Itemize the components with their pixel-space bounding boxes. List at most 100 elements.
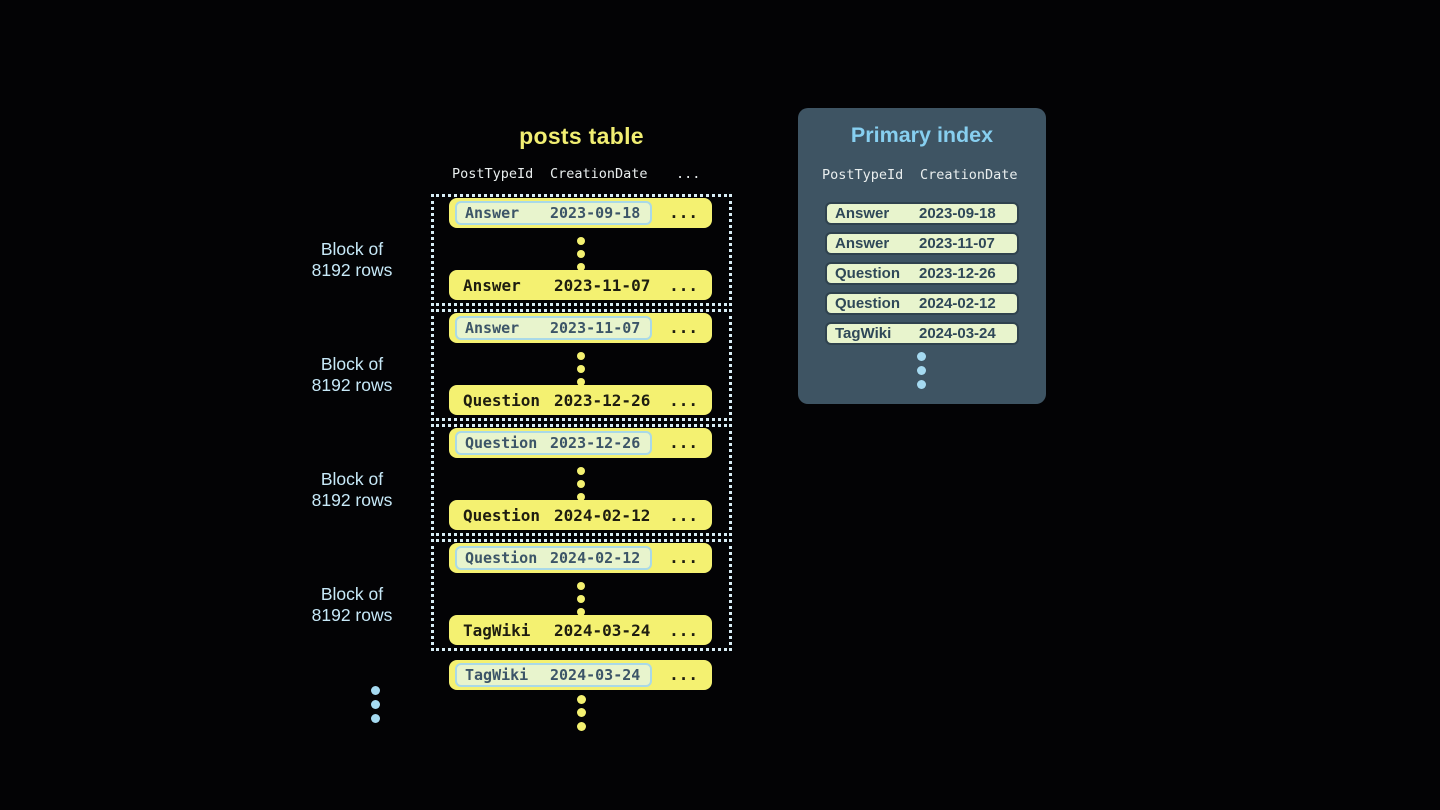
cell-posttypeid: Question xyxy=(835,265,901,282)
cell-creationdate: 2024-02-12 xyxy=(554,505,651,525)
block-label-line1: Block of xyxy=(320,354,384,374)
block-label-line2: 8192 rows xyxy=(311,490,393,510)
ellipsis-dot xyxy=(577,250,585,258)
cell-posttypeid: Question xyxy=(835,295,901,312)
cell-creationdate: 2023-12-26 xyxy=(919,265,996,282)
row-ellipsis: ... xyxy=(669,318,698,337)
table-row: TagWiki 2024-03-24 ... xyxy=(449,615,712,645)
index-row: Question 2024-02-12 xyxy=(825,292,1019,315)
cell-posttypeid: Answer xyxy=(835,235,890,252)
block-label-1: Block of 8192 rows xyxy=(282,239,422,281)
ellipsis-dot xyxy=(577,352,585,360)
cell-posttypeid: TagWiki xyxy=(465,666,529,684)
cell-posttypeid: TagWiki xyxy=(835,325,892,342)
ellipsis-dot xyxy=(917,352,926,361)
row-highlight-chip: Question 2023-12-26 xyxy=(455,431,652,455)
primary-index-title: Primary index xyxy=(850,123,994,147)
index-row: Answer 2023-09-18 xyxy=(825,202,1019,225)
table-row: Answer 2023-11-07 ... xyxy=(449,270,712,300)
ellipsis-dot xyxy=(577,365,585,373)
block-label-2: Block of 8192 rows xyxy=(282,354,422,396)
ellipsis-dot xyxy=(917,380,926,389)
cell-creationdate: 2023-11-07 xyxy=(550,319,641,337)
ellipsis-dot xyxy=(577,708,586,717)
cell-creationdate: 2023-09-18 xyxy=(550,204,641,222)
ellipsis-dot xyxy=(577,608,585,616)
ellipsis-dot xyxy=(577,378,585,386)
cell-creationdate: 2023-12-26 xyxy=(554,390,651,410)
cell-creationdate: 2024-02-12 xyxy=(919,295,996,312)
posts-block-3: Question 2023-12-26 ... Question 2024-02… xyxy=(431,424,732,536)
ellipsis-dot xyxy=(371,686,380,695)
posts-col-creationdate: CreationDate xyxy=(550,166,648,182)
index-row: Answer 2023-11-07 xyxy=(825,232,1019,255)
table-row: Answer 2023-11-07 ... xyxy=(449,313,712,343)
block-label-line2: 8192 rows xyxy=(311,375,393,395)
ellipsis-dot xyxy=(577,493,585,501)
ellipsis-dot xyxy=(577,237,585,245)
cell-posttypeid: Answer xyxy=(465,319,520,337)
block-label-line1: Block of xyxy=(320,239,384,259)
posts-col-more: ... xyxy=(676,166,701,182)
index-col-creationdate: CreationDate xyxy=(920,167,1018,183)
cell-posttypeid: Question xyxy=(465,549,538,567)
row-highlight-chip: Answer 2023-09-18 xyxy=(455,201,652,225)
posts-block-2: Answer 2023-11-07 ... Question 2023-12-2… xyxy=(431,309,732,421)
cell-posttypeid: TagWiki xyxy=(463,620,531,640)
ellipsis-dot xyxy=(371,700,380,709)
ellipsis-dot xyxy=(577,467,585,475)
row-highlight-chip: Question 2024-02-12 xyxy=(455,546,652,570)
ellipsis-dot xyxy=(577,695,586,704)
posts-block-4: Question 2024-02-12 ... TagWiki 2024-03-… xyxy=(431,539,732,651)
cell-creationdate: 2024-03-24 xyxy=(554,620,651,640)
table-row-overflow: TagWiki 2024-03-24 ... xyxy=(449,660,712,690)
row-ellipsis: ... xyxy=(669,433,698,452)
ellipsis-dot xyxy=(577,582,585,590)
ellipsis-dot xyxy=(371,714,380,723)
row-ellipsis: ... xyxy=(669,548,698,567)
cell-creationdate: 2023-12-26 xyxy=(550,434,641,452)
index-row: TagWiki 2024-03-24 xyxy=(825,322,1019,345)
row-ellipsis: ... xyxy=(669,203,698,222)
block-label-line2: 8192 rows xyxy=(311,260,393,280)
ellipsis-dot xyxy=(577,263,585,271)
cell-posttypeid: Question xyxy=(465,434,538,452)
index-row: Question 2023-12-26 xyxy=(825,262,1019,285)
cell-creationdate: 2024-03-24 xyxy=(919,325,996,342)
block-label-line1: Block of xyxy=(320,584,384,604)
table-row: Question 2023-12-26 ... xyxy=(449,428,712,458)
table-row: Question 2024-02-12 ... xyxy=(449,543,712,573)
posts-table-title: posts table xyxy=(519,123,644,149)
row-ellipsis: ... xyxy=(669,620,698,640)
row-ellipsis: ... xyxy=(669,275,698,295)
block-label-line2: 8192 rows xyxy=(311,605,393,625)
ellipsis-dot xyxy=(577,480,585,488)
block-label-4: Block of 8192 rows xyxy=(282,584,422,626)
cell-creationdate: 2023-09-18 xyxy=(919,205,996,222)
cell-creationdate: 2024-02-12 xyxy=(550,549,641,567)
row-ellipsis: ... xyxy=(669,665,698,684)
block-label-3: Block of 8192 rows xyxy=(282,469,422,511)
cell-creationdate: 2023-11-07 xyxy=(919,235,995,252)
cell-posttypeid: Question xyxy=(463,505,541,525)
cell-creationdate: 2023-11-07 xyxy=(554,275,651,295)
table-row: Answer 2023-09-18 ... xyxy=(449,198,712,228)
row-highlight-chip: Answer 2023-11-07 xyxy=(455,316,652,340)
row-ellipsis: ... xyxy=(669,390,698,410)
cell-posttypeid: Question xyxy=(463,390,541,410)
row-ellipsis: ... xyxy=(669,505,698,525)
ellipsis-dot xyxy=(577,595,585,603)
cell-posttypeid: Answer xyxy=(835,205,890,222)
posts-block-1: Answer 2023-09-18 ... Answer 2023-11-07 … xyxy=(431,194,732,306)
table-row: Question 2024-02-12 ... xyxy=(449,500,712,530)
ellipsis-dot xyxy=(917,366,926,375)
ellipsis-dot xyxy=(577,722,586,731)
table-row: Question 2023-12-26 ... xyxy=(449,385,712,415)
cell-posttypeid: Answer xyxy=(465,204,520,222)
block-label-line1: Block of xyxy=(320,469,384,489)
cell-creationdate: 2024-03-24 xyxy=(550,666,641,684)
row-highlight-chip: TagWiki 2024-03-24 xyxy=(455,663,652,687)
primary-index-panel: Primary index PostTypeId CreationDate An… xyxy=(798,108,1046,404)
cell-posttypeid: Answer xyxy=(463,275,521,295)
